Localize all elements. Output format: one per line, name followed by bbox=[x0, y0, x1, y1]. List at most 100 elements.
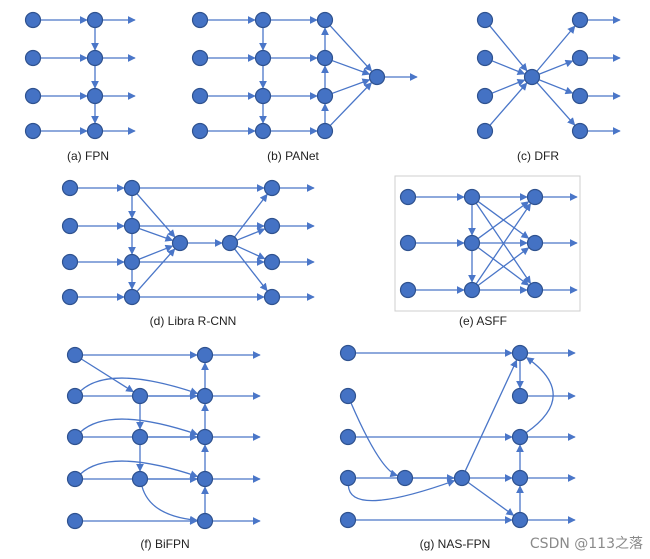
asff-panel bbox=[399, 188, 578, 299]
redistribute-edge bbox=[236, 228, 266, 241]
input-node bbox=[24, 49, 42, 67]
input-node bbox=[339, 469, 357, 487]
adaptive-fusion-edge bbox=[477, 201, 530, 240]
fpn-node bbox=[86, 49, 104, 67]
bifpn-panel bbox=[66, 346, 261, 530]
input-node bbox=[339, 428, 357, 446]
intermediate-node bbox=[131, 470, 149, 488]
input-node bbox=[66, 387, 84, 405]
caption-libra-rcnn: (d) Libra R-CNN bbox=[150, 314, 237, 328]
cross-scale-edge bbox=[467, 481, 515, 516]
input-node bbox=[476, 122, 494, 140]
input-node bbox=[24, 122, 42, 140]
output-node bbox=[196, 387, 214, 405]
merge-edge bbox=[489, 82, 528, 126]
libra-rcnn-panel bbox=[61, 179, 315, 306]
adaptive-fusion-edge bbox=[477, 247, 530, 287]
output-node bbox=[571, 49, 589, 67]
loop-edge bbox=[525, 357, 554, 434]
input-node bbox=[66, 470, 84, 488]
input-node bbox=[61, 179, 79, 197]
output-node bbox=[511, 344, 529, 362]
fpn-node bbox=[463, 281, 481, 299]
skip-edge bbox=[80, 460, 199, 478]
intermediate-node bbox=[131, 428, 149, 446]
pan-node bbox=[316, 49, 334, 67]
cross-edge bbox=[141, 486, 198, 524]
nas-fpn-panel bbox=[339, 344, 576, 529]
redistribute-edge bbox=[236, 245, 266, 260]
output-node bbox=[511, 469, 529, 487]
fusion-node bbox=[523, 68, 541, 86]
output-node bbox=[511, 387, 529, 405]
input-node bbox=[476, 11, 494, 29]
input-node bbox=[66, 346, 84, 364]
fpn-node bbox=[254, 11, 272, 29]
fpn-node bbox=[123, 217, 141, 235]
fpn-node bbox=[86, 122, 104, 140]
intermediate-node bbox=[131, 387, 149, 405]
merge-node bbox=[396, 469, 414, 487]
input-node bbox=[66, 512, 84, 530]
output-node bbox=[196, 470, 214, 488]
split-edge bbox=[538, 79, 574, 95]
input-node bbox=[191, 87, 209, 105]
output-node bbox=[196, 346, 214, 364]
panet-panel bbox=[191, 11, 418, 140]
input-node bbox=[24, 87, 42, 105]
fpn-node bbox=[463, 188, 481, 206]
input-node bbox=[61, 288, 79, 306]
cross-scale-edge bbox=[350, 402, 399, 478]
input-node bbox=[339, 387, 357, 405]
caption-fpn: (a) FPN bbox=[67, 149, 109, 163]
output-node bbox=[526, 234, 544, 252]
merge-node bbox=[453, 469, 471, 487]
fpn-node bbox=[254, 122, 272, 140]
caption-nas-fpn: (g) NAS-FPN bbox=[420, 537, 491, 551]
redistribute-edge bbox=[234, 248, 268, 292]
fpn-node bbox=[254, 49, 272, 67]
pan-node bbox=[316, 87, 334, 105]
input-node bbox=[61, 253, 79, 271]
cross-scale-edge bbox=[347, 479, 456, 502]
output-node bbox=[263, 288, 281, 306]
integrate-edge bbox=[136, 248, 176, 292]
integrate-node bbox=[171, 234, 189, 252]
output-node bbox=[526, 281, 544, 299]
caption-asff: (e) ASFF bbox=[459, 314, 507, 328]
output-node bbox=[511, 511, 529, 529]
output-node bbox=[571, 122, 589, 140]
fpn-node bbox=[86, 11, 104, 29]
input-node bbox=[191, 11, 209, 29]
input-node bbox=[191, 49, 209, 67]
output-node bbox=[526, 188, 544, 206]
adaptive-fusion-edge bbox=[475, 202, 532, 285]
pool-edge bbox=[331, 78, 371, 95]
input-node bbox=[24, 11, 42, 29]
fpn-node bbox=[254, 87, 272, 105]
pan-node bbox=[316, 122, 334, 140]
top-down-edge bbox=[80, 358, 134, 393]
cross-scale-edge bbox=[464, 359, 518, 472]
integrate-edge bbox=[136, 193, 176, 238]
input-node bbox=[476, 49, 494, 67]
caption-bifpn: (f) BiFPN bbox=[140, 537, 189, 551]
split-edge bbox=[538, 59, 574, 75]
caption-dfr: (c) DFR bbox=[517, 149, 559, 163]
redistribute-edge bbox=[234, 193, 268, 238]
refine-node bbox=[221, 234, 239, 252]
caption-panet: (b) PANet bbox=[267, 149, 319, 163]
pool-edge bbox=[329, 25, 373, 72]
input-node bbox=[339, 511, 357, 529]
dfr-panel bbox=[476, 11, 621, 140]
output-node bbox=[263, 253, 281, 271]
split-edge bbox=[536, 82, 576, 126]
output-node bbox=[511, 428, 529, 446]
integrate-edge bbox=[138, 227, 174, 242]
fpn-node bbox=[86, 87, 104, 105]
merge-edge bbox=[491, 79, 526, 94]
output-node bbox=[571, 11, 589, 29]
input-node bbox=[339, 344, 357, 362]
output-node bbox=[196, 512, 214, 530]
